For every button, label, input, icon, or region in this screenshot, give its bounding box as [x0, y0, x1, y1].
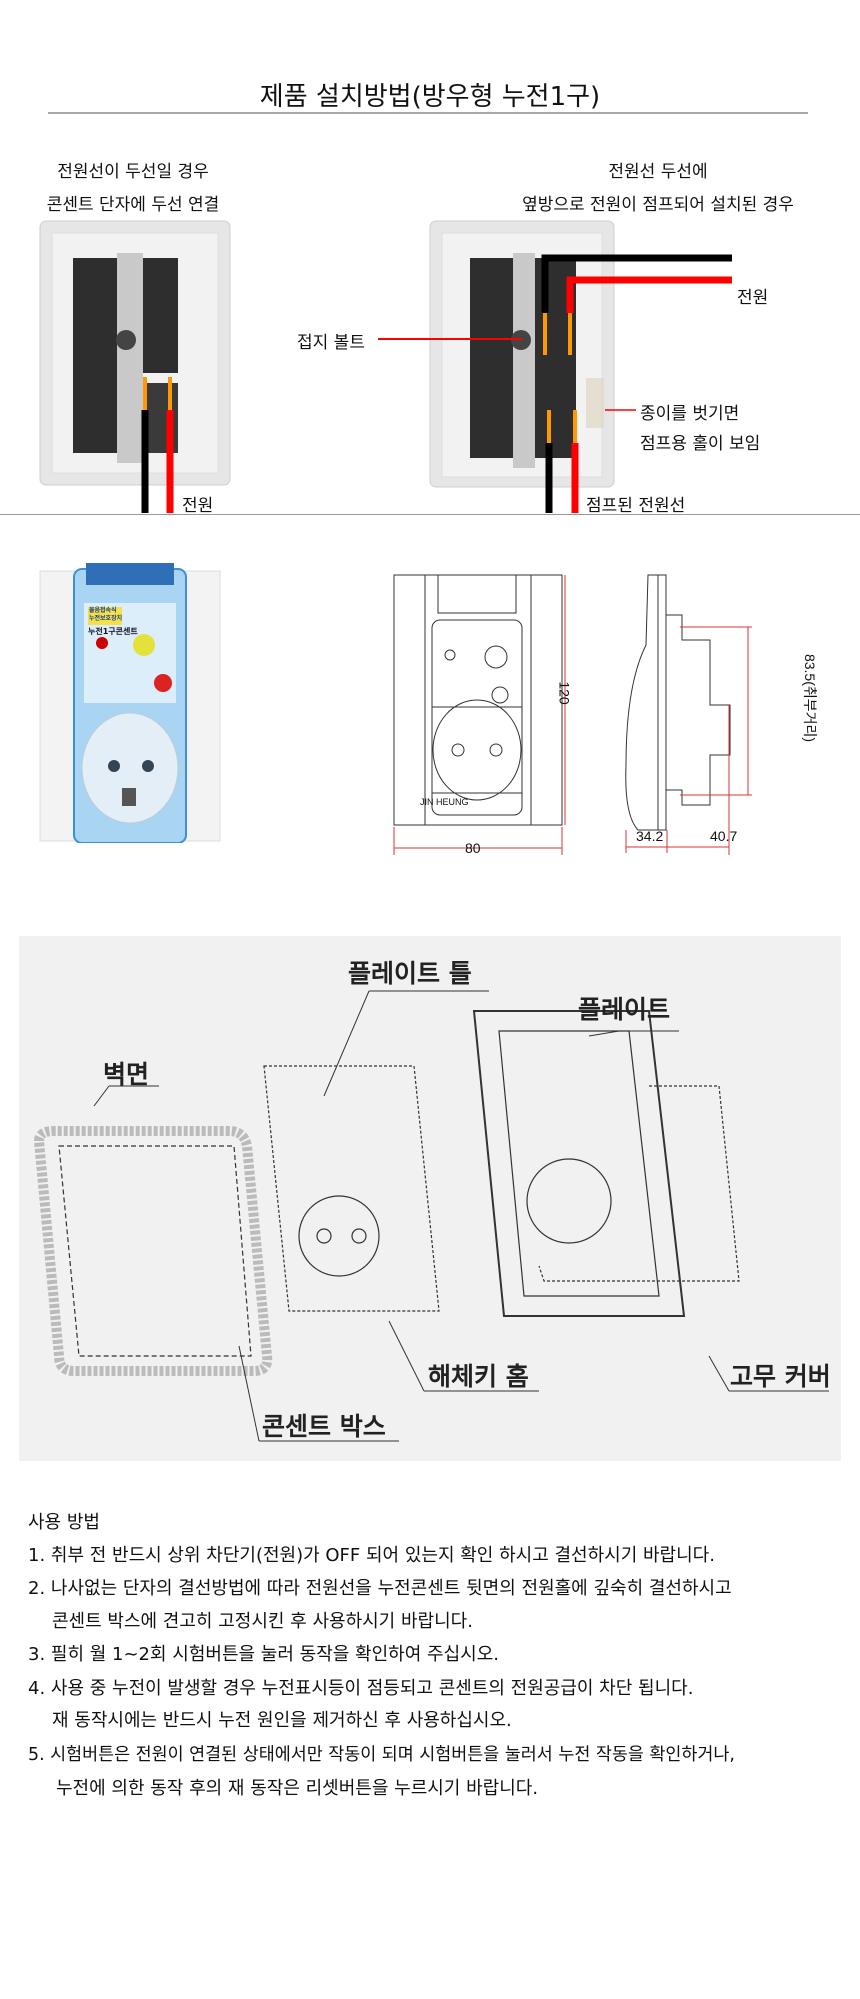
width-dimension: 80 [465, 840, 481, 856]
right-power-label: 전원 [737, 288, 769, 308]
right-caption-2: 옆방으로 전원이 점프되어 설치된 경우 [522, 195, 794, 215]
usage-line: 5. 시험버튼은 전원이 연결된 상태에서만 작동이 되며 시험버튼을 눌러서 … [28, 1745, 735, 1765]
plate-frame-label: 플레이트 틀 [348, 959, 472, 988]
dimension-drawings [393, 574, 752, 855]
left-wires [141, 377, 174, 513]
product-photo [39, 563, 221, 843]
release-key-slot-label: 해체키 홈 [428, 1362, 529, 1391]
left-caption-2: 콘센트 단자에 두선 연결 [46, 195, 220, 215]
usage-line: 재 동작시에는 반드시 누전 원인을 제거하신 후 사용하십시오. [52, 1710, 512, 1731]
usage-line: 1. 취부 전 반드시 상위 차단기(전원)가 OFF 되어 있는지 확인 하시… [28, 1545, 715, 1566]
jumped-wire-label: 점프된 전원선 [586, 496, 686, 516]
exploded-diagram [33, 990, 829, 1442]
plate-label: 플레이트 [578, 995, 671, 1024]
depth-front-dimension: 34.2 [636, 828, 664, 844]
left-power-label: 전원 [182, 496, 214, 516]
paper-note-2: 점프용 홀이 보임 [640, 434, 761, 454]
left-caption-1: 전원선이 두선일 경우 [57, 162, 209, 182]
page-title: 제품 설치방법(방우형 누전1구) [259, 82, 601, 112]
mount-distance-dimension: 83.5(취부거리) [802, 653, 818, 743]
rubber-cover-label: 고무 커버 [730, 1362, 831, 1391]
right-wires [378, 254, 732, 513]
brand-label: JIN HEUNG [420, 797, 469, 807]
usage-line: 콘센트 박스에 견고히 고정시킨 후 사용하시기 바랍니다. [52, 1611, 473, 1632]
usage-line: 누전에 의한 동작 후의 재 동작은 리셋버튼을 누르시기 바랍니다. [56, 1778, 539, 1799]
product-label-line2: 누전보호장치 [89, 615, 123, 622]
wiring-diagrams [39, 220, 732, 513]
usage-heading: 사용 방법 [28, 1512, 100, 1533]
paper-note-1: 종이를 벗기면 [640, 404, 740, 424]
left-outlet-back-photo [39, 220, 231, 486]
usage-line: 3. 필히 월 1~2회 시험버튼을 눌러 동작을 확인하여 주십시오. [28, 1644, 499, 1665]
height-dimension: 120 [556, 681, 573, 705]
depth-back-dimension: 40.7 [710, 828, 738, 844]
right-caption-1: 전원선 두선에 [608, 162, 708, 182]
product-label-line1: 물음접속식 [89, 607, 117, 614]
product-model-label: 누전1구콘센트 [88, 627, 138, 636]
outlet-box-label: 콘센트 박스 [262, 1412, 386, 1441]
wall-label: 벽면 [103, 1060, 150, 1089]
usage-line: 2. 나사없는 단자의 결선방법에 따라 전원선을 누전콘센트 뒷면의 전원홀에… [28, 1578, 732, 1599]
section-divider [0, 514, 860, 515]
ground-bolt-label: 접지 볼트 [297, 333, 365, 353]
title-underline [48, 112, 808, 114]
usage-line: 4. 사용 중 누전이 발생할 경우 누전표시등이 점등되고 콘센트의 전원공급… [28, 1678, 694, 1699]
